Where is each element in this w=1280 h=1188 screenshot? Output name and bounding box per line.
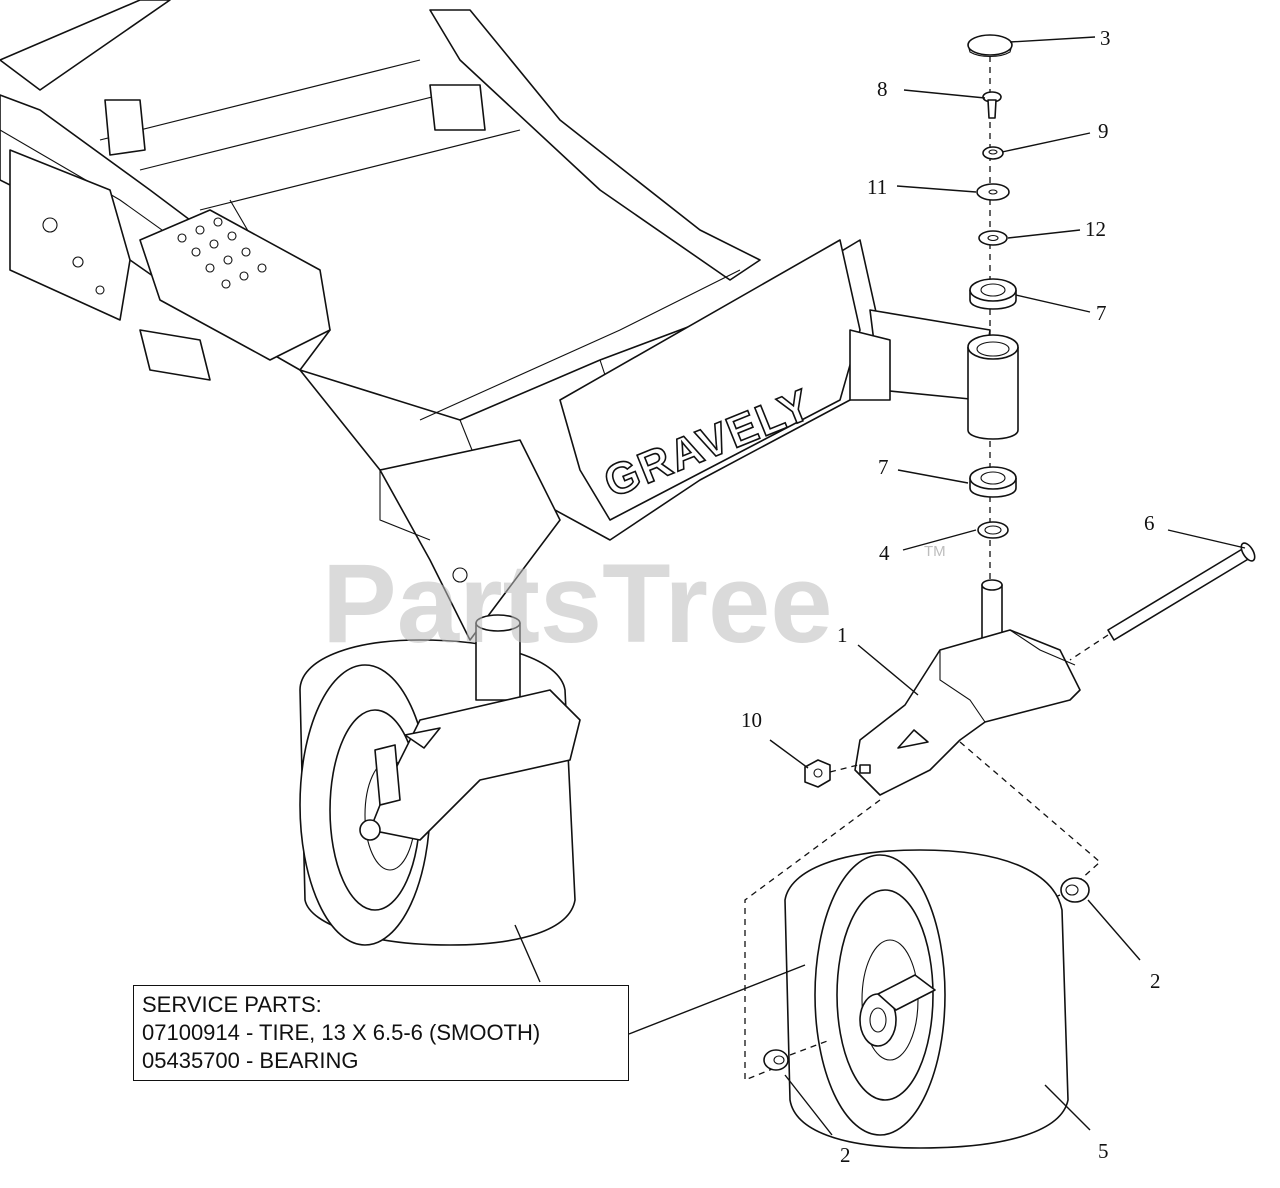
left-caster-assembly [299,614,581,946]
service-parts-heading: SERVICE PARTS: [142,992,322,1017]
caster-fork [854,579,1081,796]
callout-1: 1 [837,623,848,647]
wheel-tire [784,849,1069,1149]
callout-7-lower: 7 [878,455,889,479]
mower-frame: GRAVELY [0,0,991,641]
watermark: PartsTree [322,541,833,666]
lock-nut [982,146,1004,160]
service-parts-box: SERVICE PARTS: 07100914 - TIRE, 13 X 6.5… [133,985,629,1081]
callout-5: 5 [1098,1139,1109,1163]
right-spacer [1060,877,1090,903]
axle-nut [804,759,859,788]
axle-bolt [1069,542,1256,661]
service-part-bearing: 05435700 - BEARING [142,1048,359,1073]
callout-2-right: 2 [1150,969,1161,993]
dust-cap [967,34,1013,58]
lower-bearing [969,466,1017,498]
thrust-washer [977,521,1009,539]
left-spacer [763,1049,789,1071]
bolt [982,91,1002,119]
foot-plate-holes [177,217,267,289]
callout-3: 3 [1100,26,1111,50]
callout-11: 11 [867,175,887,199]
callout-labels: 3 8 9 11 12 7 7 4 6 1 10 2 2 5 [741,26,1161,1167]
washer [976,183,1010,201]
upper-bearing [969,278,1017,310]
leader-lines [514,36,1246,1136]
callout-8: 8 [877,77,888,101]
caster-tube [967,334,1019,440]
service-part-tire: 07100914 - TIRE, 13 X 6.5-6 (SMOOTH) [142,1020,541,1045]
watermark-trademark: TM [924,543,946,560]
callout-10: 10 [741,708,762,732]
callout-2-left: 2 [840,1143,851,1167]
callout-6: 6 [1144,511,1155,535]
callout-9: 9 [1098,119,1109,143]
callout-4: 4 [879,541,890,565]
exploded-parts [744,34,1256,1149]
spring-washer [978,230,1008,246]
callout-7-upper: 7 [1096,301,1107,325]
callout-12: 12 [1085,217,1106,241]
